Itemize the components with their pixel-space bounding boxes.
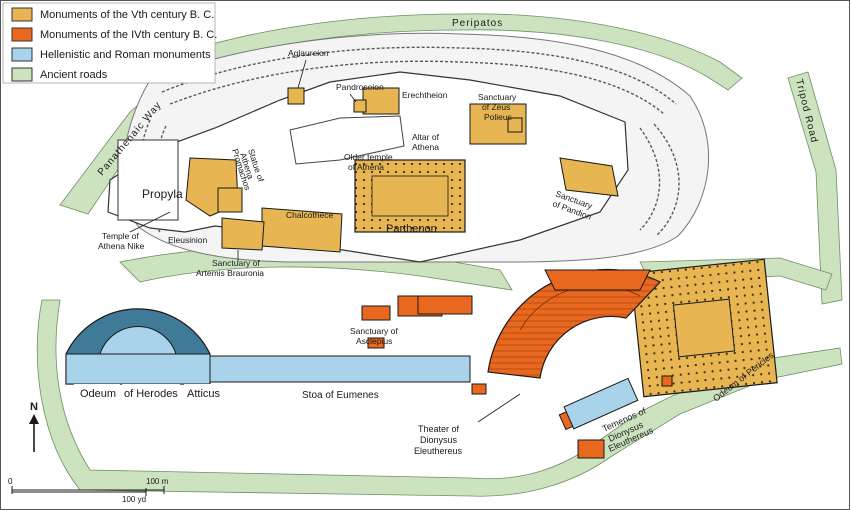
- label-altar-1: Altar of: [412, 132, 440, 142]
- label-propyla: Propyla: [142, 187, 183, 201]
- small-monument-3: [661, 375, 673, 387]
- odeum-label-box-2: [122, 384, 180, 402]
- legend: Monuments of the Vth century B. C. Monum…: [2, 2, 217, 84]
- roman-stage: [563, 377, 639, 430]
- label-odeum-1: Odeum: [80, 388, 116, 400]
- artemis-brauronia: [221, 217, 265, 251]
- label-chalcothece: Chalcothece: [286, 210, 334, 220]
- pandion: [559, 157, 619, 197]
- legend-swatch-3: [11, 67, 33, 82]
- legend-box: [2, 2, 216, 84]
- legend-label-0: Monuments of the Vth century B. C.: [40, 9, 214, 21]
- label-parthenon: Parthenon: [386, 223, 437, 235]
- label-zeus-2: of Zeus: [482, 102, 510, 112]
- north-arrow-head: [29, 414, 39, 424]
- leader-lines: [129, 59, 521, 423]
- label-erechtheion: Erechtheion: [402, 90, 448, 100]
- label-artemis-2: Artemis Brauronia: [196, 268, 264, 278]
- label-asclepius-2: Asclepius: [356, 336, 392, 346]
- fifth-century-monuments: [185, 87, 778, 398]
- nike-temple: [217, 187, 243, 213]
- scale-lines: [11, 486, 165, 496]
- label-eleusinion: Eleusinion: [168, 235, 207, 245]
- north-label: N: [30, 401, 38, 413]
- small-monument-2: [471, 383, 487, 395]
- label-nike-2: Athena Nike: [98, 241, 145, 251]
- label-older-temple-2: of Athena: [348, 162, 384, 172]
- label-altar-2: Athena: [412, 142, 439, 152]
- odeum-of-pericles-center: [672, 298, 736, 358]
- label-theater-3: Eleuthereus: [414, 446, 463, 456]
- odeum-stage: [65, 353, 211, 385]
- road-lower: [36, 299, 843, 497]
- label-odeum-3: Atticus: [187, 388, 221, 400]
- label-nike-1: Temple of: [102, 231, 139, 241]
- scale-yards: 100 yd: [122, 495, 146, 504]
- leader-nike: [129, 211, 171, 233]
- odeum-label-box-1: [74, 384, 120, 402]
- acropolis-rock: [107, 32, 709, 263]
- pandroseion: [353, 99, 367, 113]
- theater-upper-rim: [544, 269, 651, 291]
- asclepius-stoa: [417, 295, 473, 315]
- legend-label-3: Ancient roads: [40, 69, 108, 81]
- rock-contours: [139, 46, 680, 237]
- athena-terrace: [289, 115, 405, 165]
- label-peripatos: Peripatos: [452, 18, 503, 29]
- erechtheion: [362, 87, 400, 115]
- roman-monuments: [65, 308, 639, 430]
- label-pandroseion: Pandroseion: [336, 82, 384, 92]
- north-arrow: N: [29, 401, 39, 452]
- odeum-label-box-3: [184, 384, 224, 402]
- legend-label-2: Hellenistic and Roman monuments: [40, 49, 211, 61]
- propyla-court: [117, 139, 179, 221]
- temenos-temple: [577, 439, 605, 459]
- scale-zero: 0: [8, 477, 13, 486]
- road-tripod: [787, 71, 843, 305]
- leader-pandroseion: [349, 93, 357, 103]
- label-stoa: Stoa of Eumenes: [302, 390, 379, 401]
- parthenon-cella: [371, 175, 449, 217]
- stoa-of-eumenes: [209, 355, 471, 383]
- scale-bar: 0 100 m 100 yd: [8, 477, 169, 504]
- scale-meters: 100 m: [146, 477, 169, 486]
- aglaureion: [287, 87, 305, 105]
- label-older-temple-1: Older temple: [344, 152, 393, 162]
- leader-aglaureion: [297, 59, 307, 89]
- label-artemis-1: Sanctuary of: [212, 258, 260, 268]
- label-theater-2: Dionysus: [420, 435, 458, 445]
- legend-swatch-1: [11, 27, 33, 42]
- road-peripatos: [184, 13, 743, 91]
- label-asclepius-1: Sanctuary of: [350, 326, 398, 336]
- label-theater-1: Theater of: [418, 424, 460, 434]
- leader-theater: [477, 393, 521, 423]
- zeus-altar: [507, 117, 523, 133]
- odeum-orchestra: [99, 325, 177, 355]
- label-zeus-1: Sanctuary: [478, 92, 517, 102]
- legend-swatch-2: [11, 47, 33, 62]
- legend-swatch-0: [11, 7, 33, 22]
- label-zeus-3: Polieus: [484, 112, 512, 122]
- odeum-herodes-labels: Odeum of Herodes Atticus: [74, 384, 224, 402]
- legend-label-1: Monuments of the IVth century B. C.: [40, 29, 217, 41]
- asclepius-annex: [361, 305, 391, 321]
- label-aglaureion: Aglaureion: [288, 48, 329, 58]
- label-odeum-2: of Herodes: [124, 388, 178, 400]
- small-monument: [367, 337, 385, 349]
